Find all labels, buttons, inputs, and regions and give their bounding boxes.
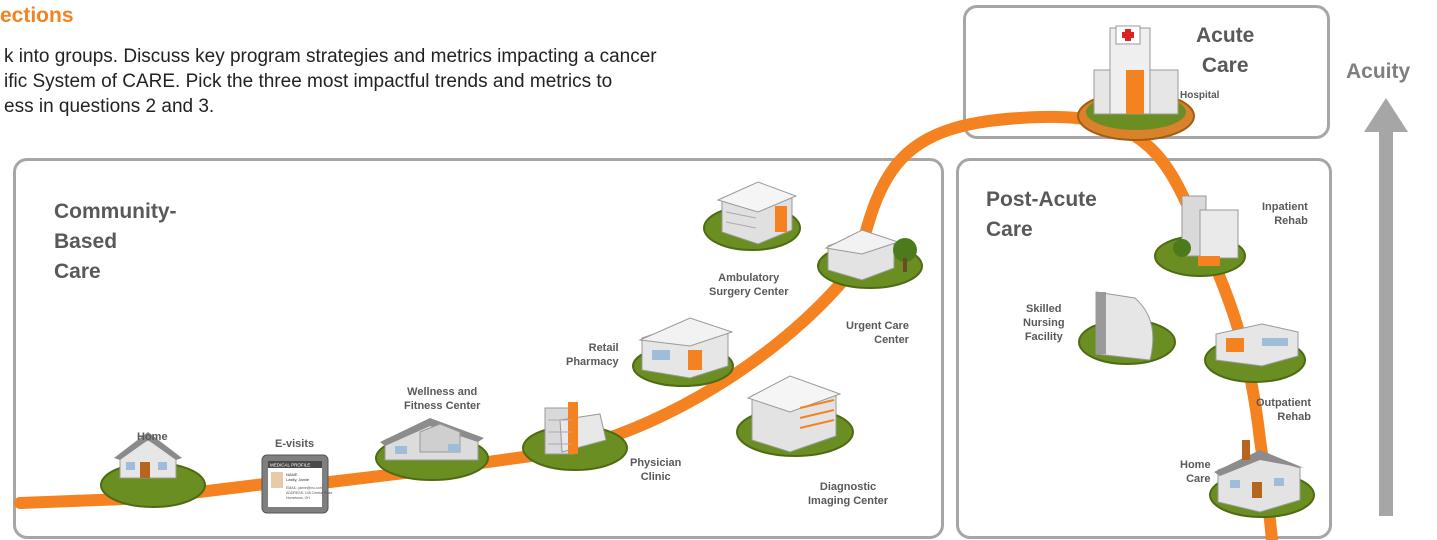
acute-care-title: Acute Care (1196, 21, 1254, 81)
home-label: Home (137, 431, 168, 443)
tablet-icon: MEDICAL PROFILE NAME Lastly, Jamie EMAIL… (261, 454, 332, 514)
wellness-center-building-icon (375, 418, 489, 481)
physician-clinic-building-icon (522, 402, 628, 471)
inpatient-rehab-building-icon (1154, 195, 1246, 277)
post-acute-care-title: Post-Acute Care (986, 185, 1097, 245)
instruction-line-2: ific System of CARE. Pick the three most… (4, 71, 613, 92)
tablet-line-3: EMAIL: jamie@mc.com (286, 486, 323, 490)
post-acute-title-line-2: Care (986, 218, 1033, 241)
acute-title-line-1: Acute (1196, 24, 1255, 47)
community-care-title: Community- Based Care (54, 197, 177, 287)
acuity-arrow (1364, 98, 1408, 516)
section-heading: ections (0, 4, 74, 27)
skilled-nursing-building-icon (1078, 291, 1176, 365)
community-title-line-1: Community- (54, 200, 177, 223)
tablet-line-5: Hometown, OH (286, 496, 310, 500)
diagnostic-imaging-building-icon (736, 375, 854, 457)
hospital-label: Hospital (1180, 90, 1220, 101)
post-acute-title-line-1: Post-Acute (986, 188, 1097, 211)
instruction-line-3: ess in questions 2 and 3. (4, 96, 215, 117)
tablet-line-2: Lastly, Jamie (286, 477, 310, 482)
hospital-building-icon (1077, 25, 1195, 141)
acute-title-line-2: Care (1201, 54, 1249, 77)
tablet-header-text: MEDICAL PROFILE (270, 463, 310, 468)
outpatient-rehab-building-icon (1204, 323, 1306, 383)
evisits-label: E-visits (275, 438, 315, 450)
care-path-line (14, 110, 1278, 540)
acuity-label: Acuity (1346, 60, 1411, 83)
home-care-building-icon (1209, 440, 1315, 518)
urgent-care-building-icon (817, 229, 923, 289)
tablet-line-4: ADDRESS: 145 Central Road (286, 491, 332, 495)
post-acute-care-panel (956, 158, 1332, 539)
community-title-line-3: Care (54, 260, 101, 283)
ambulatory-surgery-building-icon (703, 181, 801, 251)
tablet-line-1: NAME (286, 472, 298, 477)
retail-pharmacy-building-icon (632, 317, 734, 387)
home-building-icon (100, 432, 206, 508)
community-care-panel (13, 158, 944, 539)
community-title-line-2: Based (54, 230, 118, 253)
instruction-line-1: k into groups. Discuss key program strat… (4, 46, 657, 67)
